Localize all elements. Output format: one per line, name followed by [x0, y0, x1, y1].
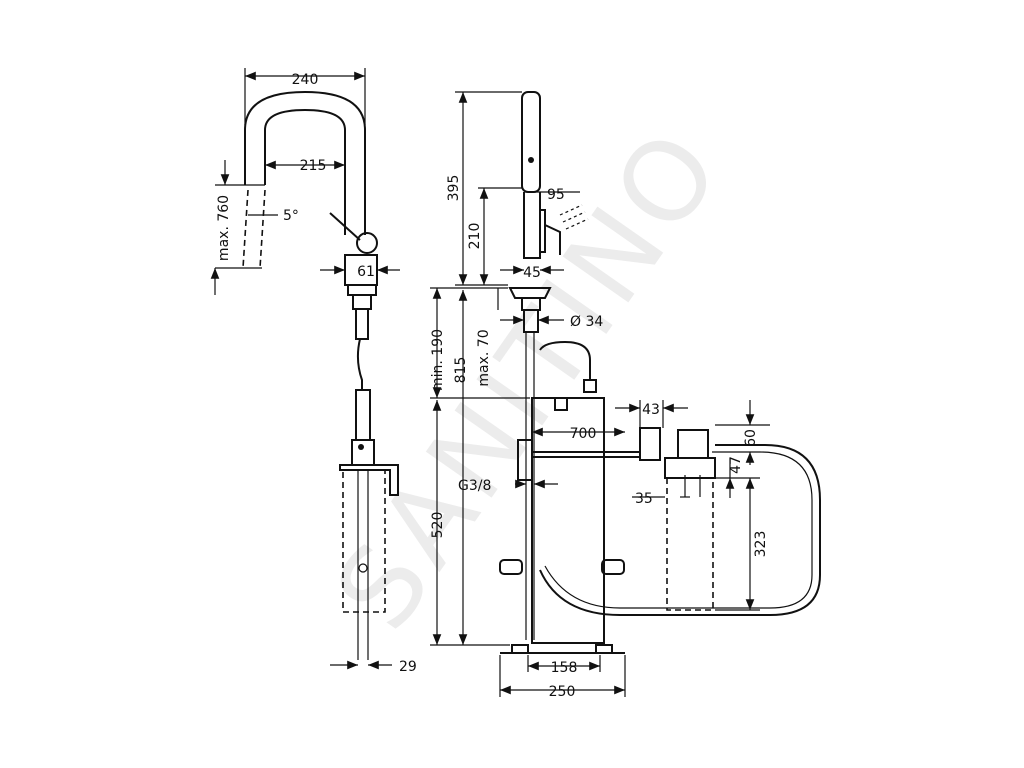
dim-240: 240: [292, 72, 319, 88]
watermark-text: SANITINO: [311, 105, 748, 652]
dim-min-190: min. 190: [430, 329, 446, 391]
dim-700: 700: [570, 426, 597, 442]
faucet-front-view: [242, 90, 399, 660]
dim-max-760: max. 760: [216, 195, 232, 261]
dim-520: 520: [430, 512, 446, 539]
dim-47: 47: [728, 456, 744, 474]
dim-61: 61: [357, 264, 375, 280]
dim-395: 395: [446, 175, 462, 202]
dim-45: 45: [523, 265, 541, 281]
dim-95: 95: [547, 187, 565, 203]
dim-210: 210: [467, 223, 483, 250]
dim-max-70: max. 70: [476, 329, 492, 386]
dim-diameter-34: Ø 34: [570, 314, 603, 330]
dim-5deg: 5°: [283, 208, 299, 224]
dim-29: 29: [399, 659, 417, 675]
dim-323: 323: [753, 531, 769, 558]
dim-158: 158: [551, 660, 578, 676]
dim-60: 60: [743, 429, 759, 447]
dim-g3-8: G3/8: [458, 478, 491, 494]
dim-35: 35: [635, 491, 653, 507]
dim-43: 43: [642, 402, 660, 418]
dim-215: 215: [300, 158, 327, 174]
dim-250: 250: [549, 684, 576, 700]
dim-815: 815: [453, 357, 469, 384]
